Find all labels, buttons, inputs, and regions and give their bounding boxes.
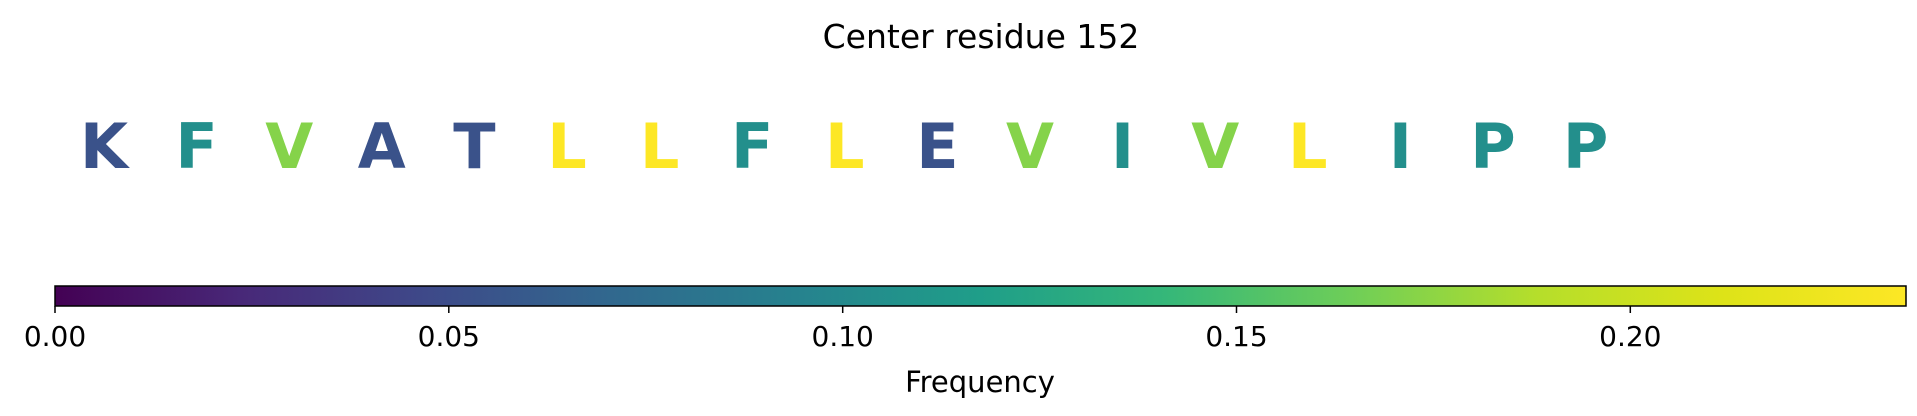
chart-title: Center residue 152 bbox=[823, 17, 1140, 56]
residue-letter: P bbox=[1470, 110, 1515, 183]
residue-letter: A bbox=[358, 110, 406, 183]
residue-letter: E bbox=[916, 110, 958, 183]
residue-letter: V bbox=[1191, 110, 1239, 183]
residue-letter: L bbox=[640, 110, 680, 183]
residue-letter: F bbox=[731, 110, 773, 183]
residue-letter: T bbox=[453, 110, 495, 183]
residue-letter: K bbox=[80, 110, 130, 183]
residue-letter: V bbox=[265, 110, 313, 183]
residue-letter: L bbox=[825, 110, 865, 183]
colorbar-tick-label: 0.00 bbox=[24, 320, 86, 353]
residue-letter: P bbox=[1563, 110, 1608, 183]
colorbar-ticks: 0.00 0.05 0.10 0.15 0.20 bbox=[24, 306, 1661, 353]
colorbar-tick-label: 0.20 bbox=[1599, 320, 1661, 353]
residue-letter: F bbox=[175, 110, 217, 183]
colorbar-tick-label: 0.10 bbox=[812, 320, 874, 353]
residue-letter: V bbox=[1006, 110, 1054, 183]
colorbar-label: Frequency bbox=[905, 365, 1055, 399]
residue-letter: L bbox=[547, 110, 587, 183]
colorbar-tick-label: 0.05 bbox=[418, 320, 480, 353]
residue-letter: I bbox=[1389, 110, 1412, 183]
residue-letter: L bbox=[1288, 110, 1328, 183]
colorbar bbox=[54, 285, 1907, 307]
colorbar-tick-label: 0.15 bbox=[1205, 320, 1267, 353]
residue-letter: I bbox=[1111, 110, 1134, 183]
